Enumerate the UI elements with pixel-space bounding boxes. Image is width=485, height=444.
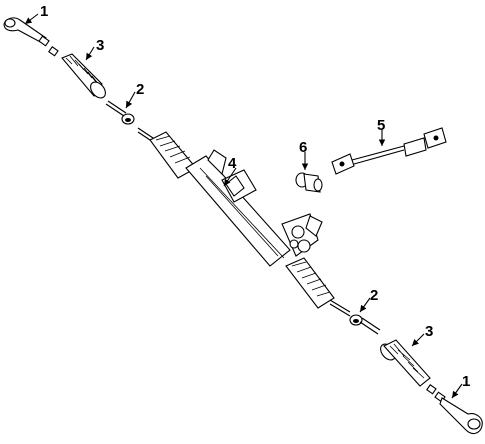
boot-bottom[interactable]: [378, 339, 431, 387]
callout-1-bottom: 1: [462, 373, 470, 390]
mount-bushing[interactable]: [295, 172, 323, 193]
callout-3-bottom: 3: [425, 323, 433, 340]
tie-rod-end-top[interactable]: [3, 17, 50, 47]
inner-tie-rod-top[interactable]: [105, 100, 135, 125]
steering-damper[interactable]: [331, 127, 447, 175]
callout-3-top: 3: [96, 37, 104, 54]
jam-nut-bottom: [426, 384, 437, 395]
callout-6: 6: [299, 139, 307, 156]
callout-4: 4: [228, 155, 237, 172]
callout-5: 5: [377, 117, 385, 134]
jam-nut-top: [48, 46, 59, 57]
callout-2-bottom: 2: [370, 287, 378, 304]
boot-top[interactable]: [61, 53, 108, 101]
steering-gear-rack[interactable]: [137, 127, 351, 317]
inner-tie-rod-bottom[interactable]: [349, 314, 381, 335]
callout-1-top: 1: [40, 3, 48, 20]
callout-2-top: 2: [136, 81, 144, 98]
tie-rod-end-bottom[interactable]: [434, 391, 483, 435]
